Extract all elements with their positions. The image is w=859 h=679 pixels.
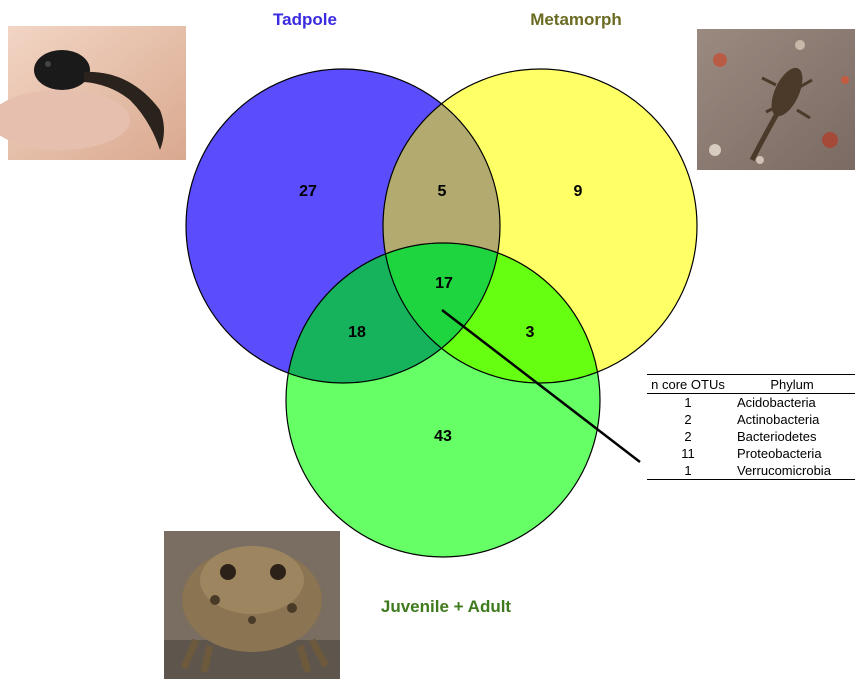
otu-count: 1: [647, 394, 729, 412]
count-metamorph-only: 9: [574, 183, 583, 200]
phylum-name: Acidobacteria: [729, 394, 855, 412]
label-tadpole: Tadpole: [273, 10, 337, 29]
count-tadpole-only: 27: [299, 183, 317, 200]
otu-count: 11: [647, 445, 729, 462]
table-row: 2 Bacteriodetes: [647, 428, 855, 445]
table-row: 11 Proteobacteria: [647, 445, 855, 462]
phylum-name: Actinobacteria: [729, 411, 855, 428]
count-tadpole-juvenile: 18: [348, 324, 366, 341]
otu-count: 2: [647, 428, 729, 445]
core-otu-table: n core OTUs Phylum 1 Acidobacteria 2 Act…: [647, 374, 855, 480]
count-all-three: 17: [435, 275, 453, 292]
count-juvenile-only: 43: [434, 428, 452, 445]
otu-count: 1: [647, 462, 729, 480]
table-row: 1 Acidobacteria: [647, 394, 855, 412]
phylum-name: Proteobacteria: [729, 445, 855, 462]
toad-photo: [164, 531, 340, 679]
phylum-name: Verrucomicrobia: [729, 462, 855, 480]
header-phylum: Phylum: [729, 375, 855, 394]
table-row: 1 Verrucomicrobia: [647, 462, 855, 480]
header-n-core-otus: n core OTUs: [647, 375, 729, 394]
phylum-name: Bacteriodetes: [729, 428, 855, 445]
label-juvenile-adult: Juvenile + Adult: [381, 597, 512, 616]
otu-count: 2: [647, 411, 729, 428]
label-metamorph: Metamorph: [530, 10, 622, 29]
tadpole-photo: [0, 26, 186, 160]
table-row: 2 Actinobacteria: [647, 411, 855, 428]
metamorph-photo: [697, 29, 855, 170]
count-tadpole-metamorph: 5: [438, 183, 447, 200]
count-metamorph-juvenile: 3: [526, 324, 535, 341]
